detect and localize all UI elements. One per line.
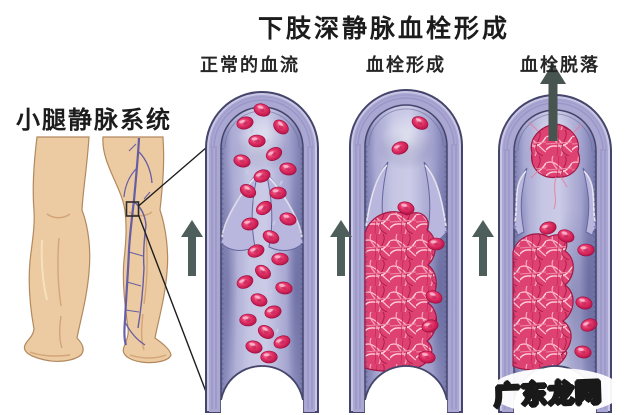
red-blood-cell	[427, 237, 445, 251]
flow-direction-arrow-2	[330, 220, 352, 276]
red-blood-cell	[273, 119, 289, 135]
red-blood-cell	[271, 252, 289, 266]
platelet-specks	[245, 128, 283, 334]
red-blood-cell	[236, 116, 254, 130]
red-blood-cell	[233, 154, 251, 168]
red-blood-cell	[255, 264, 271, 280]
red-blood-cell	[418, 350, 436, 364]
stage-label-thrombus-detachment: 血栓脱落	[520, 55, 600, 75]
red-blood-cell	[411, 116, 429, 130]
red-blood-cell	[264, 305, 282, 319]
vessel-normal-flow	[205, 91, 319, 413]
red-blood-cell	[241, 217, 259, 231]
red-blood-cells	[233, 103, 297, 364]
red-blood-cells	[539, 221, 598, 359]
red-blood-cell	[247, 244, 265, 258]
red-blood-cell	[279, 212, 297, 226]
flow-arrows	[181, 63, 566, 276]
red-blood-cell	[425, 290, 443, 304]
calf-vein-network	[123, 137, 153, 346]
red-blood-cell	[577, 243, 595, 257]
flow-direction-arrow-1	[181, 220, 203, 276]
vessel-wall-texture	[354, 94, 458, 409]
stage-label-normal-flow: 正常的血流	[200, 55, 300, 75]
watermark-halo	[490, 368, 622, 414]
red-blood-cell	[253, 103, 271, 117]
red-blood-cell	[239, 313, 257, 327]
red-blood-cell	[580, 318, 598, 332]
red-blood-cells	[391, 116, 445, 364]
flow-direction-arrow-3	[472, 220, 494, 276]
red-blood-cell	[279, 162, 297, 176]
red-blood-cell	[575, 296, 593, 310]
red-blood-cell	[260, 350, 278, 364]
red-blood-cell	[236, 275, 254, 289]
red-blood-cell	[421, 319, 439, 333]
embolus-travel-arrow	[540, 63, 566, 141]
thrombus-clot	[512, 233, 574, 371]
vessel-bottom-arch	[220, 365, 304, 401]
vessel-thrombus-formation	[349, 89, 463, 413]
thrombus-clot	[364, 211, 438, 372]
red-blood-cell	[397, 201, 415, 215]
red-blood-cell	[253, 169, 271, 183]
red-blood-cell	[245, 340, 263, 354]
vessel-bottom-arch	[364, 365, 448, 401]
calf-vein-system-label: 小腿静脉系统	[16, 107, 172, 134]
diagram-title: 下肢深静脉血栓形成	[257, 15, 510, 43]
red-blood-cell	[265, 147, 283, 161]
detached-embolus	[530, 123, 580, 179]
vessel-cutaway-panels	[205, 89, 612, 413]
red-blood-cell	[273, 335, 291, 349]
red-blood-cell	[257, 325, 275, 339]
vessel-wall-texture	[210, 96, 314, 409]
red-blood-cell	[239, 184, 257, 198]
red-blood-cell	[557, 229, 575, 243]
red-blood-cell	[250, 293, 268, 307]
red-blood-cell	[248, 134, 266, 148]
stage-label-thrombus-formation: 血栓形成	[366, 55, 446, 75]
red-blood-cell	[256, 200, 272, 216]
leg-left	[23, 136, 91, 362]
watermark: 广东龙网	[493, 376, 604, 412]
red-blood-cell	[391, 141, 409, 155]
red-blood-cell	[539, 221, 557, 235]
red-blood-cell	[275, 281, 293, 295]
red-blood-cell	[269, 186, 287, 200]
callout-line-lower	[137, 214, 209, 398]
zoom-source-box	[125, 201, 140, 217]
leg-right	[102, 136, 172, 364]
legs-illustration	[23, 136, 172, 364]
vessel-embolus-detachment	[498, 94, 612, 413]
red-blood-cell	[262, 230, 280, 244]
red-blood-cell	[574, 345, 592, 359]
